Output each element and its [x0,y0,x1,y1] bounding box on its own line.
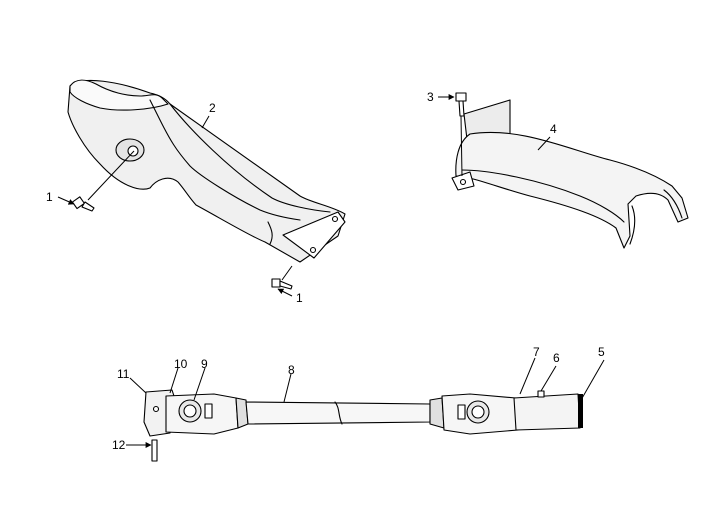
callout-5: 5 [598,345,605,359]
callout-numbers: 1 1 2 3 4 5 6 7 8 9 10 11 12 [46,90,605,452]
bolt-part-3 [455,92,467,117]
callout-3: 3 [427,90,434,104]
cover-part-4 [451,99,689,249]
sleeve-part-7 [513,393,581,431]
bolt-part-1a [71,196,95,212]
shaft-tube-part-8 [245,401,431,425]
callout-7: 7 [533,345,540,359]
drive-shaft-assembly [143,389,583,437]
callout-11: 11 [117,367,130,381]
seal-ring-part-5 [578,394,583,428]
callout-1-left: 1 [46,190,53,204]
callout-1-bottom: 1 [296,291,303,305]
leader-lines [57,94,605,448]
shroud-guard-part-2 [67,79,346,263]
callout-10: 10 [174,357,188,371]
callout-12: 12 [112,438,126,452]
callout-4: 4 [550,122,557,136]
callout-9: 9 [201,357,208,371]
callout-8: 8 [288,363,295,377]
callout-2: 2 [209,101,216,115]
callout-6: 6 [553,351,560,365]
u-joint-left-part-9 [165,393,239,435]
bolt-part-1b [271,278,293,290]
grease-fitting-part-6 [537,390,545,398]
pin-part-12 [151,439,158,462]
